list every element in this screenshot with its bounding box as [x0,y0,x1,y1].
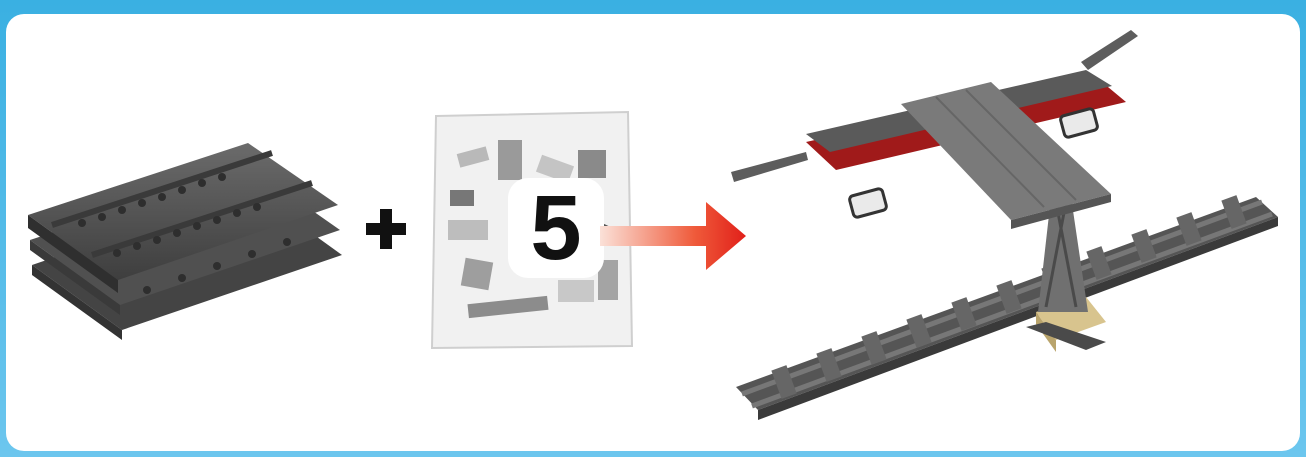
track-stack-image [22,115,352,340]
model-track [736,195,1278,420]
bag-number-label: 5 [508,178,604,278]
plus-icon [362,205,410,253]
assembled-model-image [726,22,1286,442]
